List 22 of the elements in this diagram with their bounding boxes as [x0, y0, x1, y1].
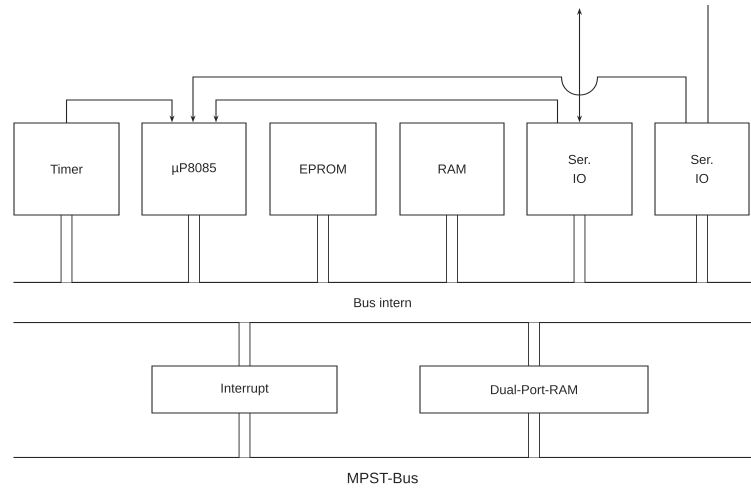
bus-connection [528, 322, 540, 366]
connector-line [707, 5, 709, 122]
bus-connection [446, 216, 458, 282]
bus-band: Bus intern [13, 282, 751, 324]
bus-connection [188, 216, 200, 282]
arrow [66, 99, 175, 122]
bus-connection [574, 216, 586, 282]
bus-connection [238, 414, 250, 458]
bus-connection [528, 414, 540, 458]
block-box: RAM [399, 122, 505, 216]
bus-connection [60, 216, 72, 282]
bus-connection [238, 322, 250, 366]
block-box: Ser. IO [654, 122, 750, 216]
block-box: Ser. IO [526, 122, 633, 216]
block-box: Dual-Port-RAM [419, 365, 649, 414]
block-box: EPROM [269, 122, 377, 216]
bus-connection [317, 216, 329, 282]
bus-line: MPST-Bus [13, 456, 751, 484]
block-box: µP8085 [141, 122, 247, 216]
bus-connection [696, 216, 708, 282]
block-box: Interrupt [151, 365, 338, 414]
block-box: Timer [13, 122, 120, 216]
